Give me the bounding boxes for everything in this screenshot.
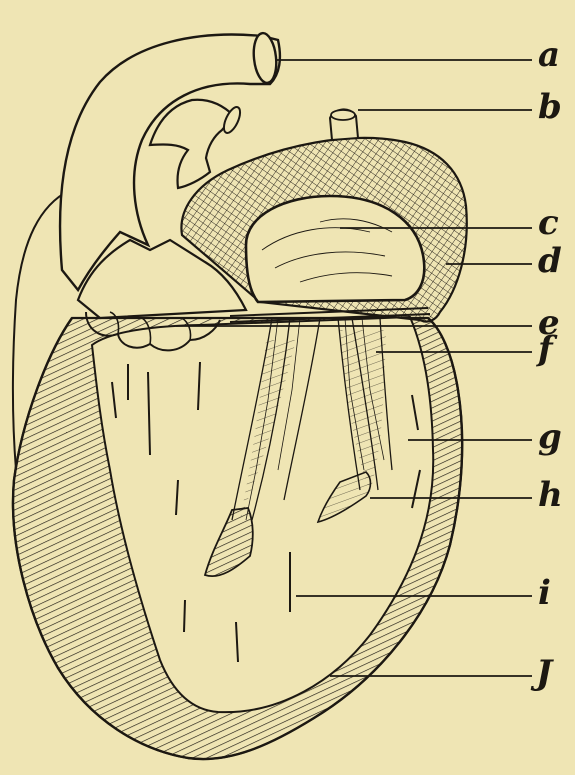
label-d: d	[538, 244, 562, 278]
label-b: b	[538, 90, 562, 124]
label-f: f	[538, 332, 553, 366]
label-g: g	[538, 420, 562, 454]
label-i: i	[538, 576, 551, 610]
label-j: J	[536, 656, 552, 690]
label-c: c	[538, 206, 559, 240]
label-a: a	[538, 38, 560, 72]
label-h: h	[538, 478, 563, 512]
